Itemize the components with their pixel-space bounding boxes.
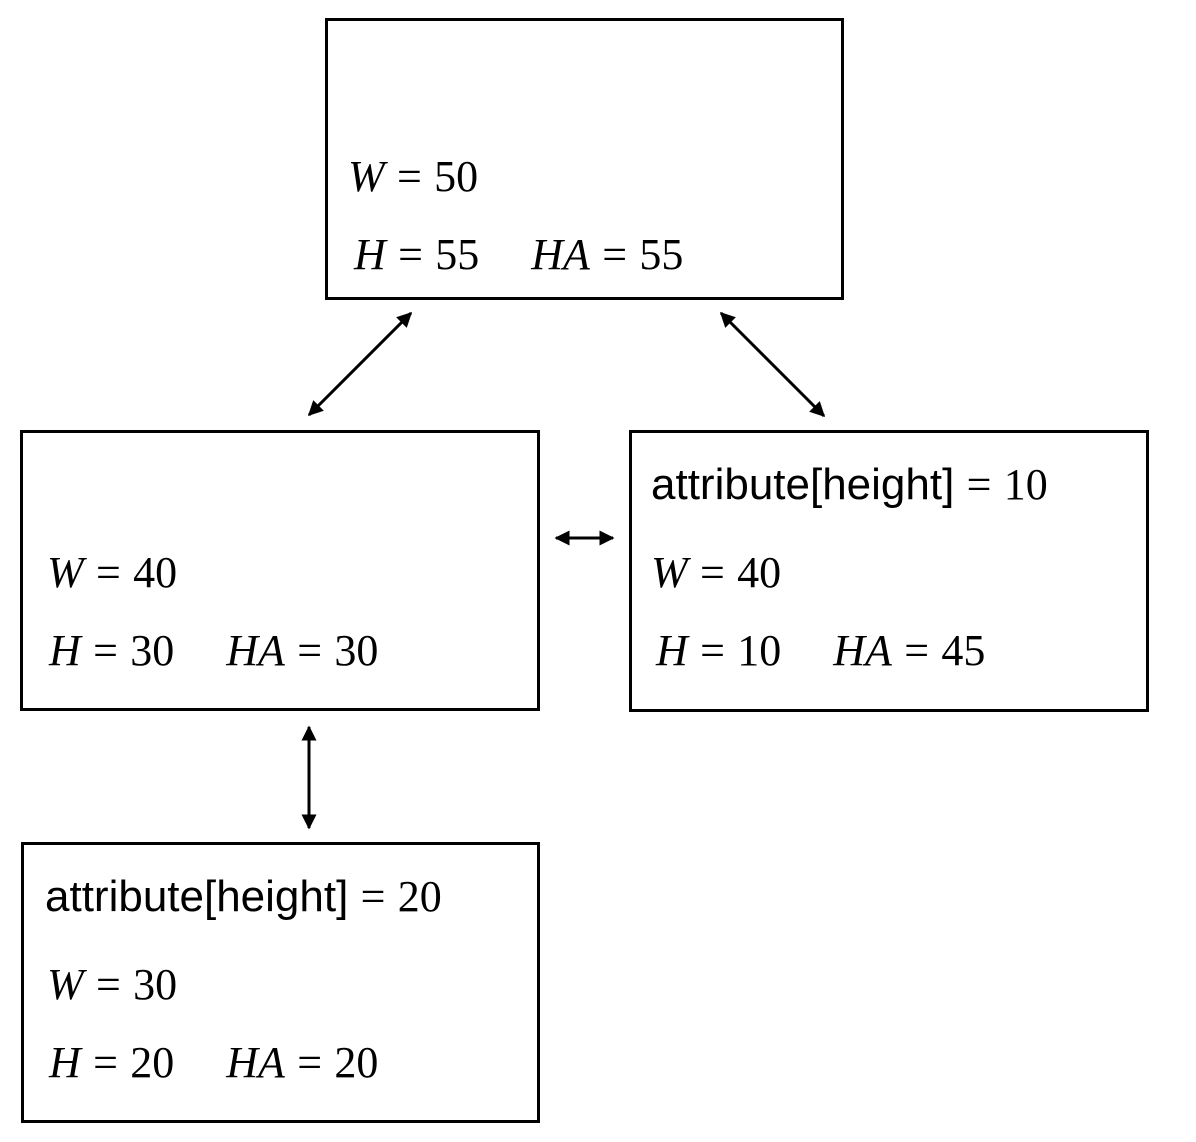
left-width-value: 40 xyxy=(133,548,178,597)
root-width-line: W=50 xyxy=(348,155,478,199)
arrow-root-right xyxy=(719,311,826,418)
right-attribute-equals: = xyxy=(966,460,992,509)
left-width-line: W=40 xyxy=(47,551,177,595)
right-attribute-label: attribute[height] xyxy=(651,460,955,509)
left-width-equals: = xyxy=(95,548,121,597)
right-ha-equals: = xyxy=(904,626,930,675)
right-attribute-value: 10 xyxy=(1003,460,1048,509)
left-height-equals: = xyxy=(93,626,118,675)
root-height-value: 55 xyxy=(435,230,480,279)
root-ha-var: HA xyxy=(531,230,590,279)
left-height-var: H xyxy=(49,626,81,675)
root-height-var: H xyxy=(354,230,386,279)
right-width-value: 40 xyxy=(737,548,782,597)
bottom-height-equals: = xyxy=(93,1038,118,1087)
left-ha-var: HA xyxy=(226,626,285,675)
bottom-width-var: W xyxy=(47,960,84,1009)
bottom-width-equals: = xyxy=(95,960,121,1009)
bottom-ha-value: 20 xyxy=(334,1038,379,1087)
bottom-width-value: 30 xyxy=(133,960,178,1009)
left-ha-equals: = xyxy=(297,626,323,675)
right-height-equals: = xyxy=(700,626,725,675)
right-height-value: 10 xyxy=(737,626,782,675)
root-width-value: 50 xyxy=(434,152,479,201)
left-ha-value: 30 xyxy=(334,626,379,675)
bottom-attribute-line: attribute[height]=20 xyxy=(45,875,442,919)
root-ha-equals: = xyxy=(602,230,628,279)
right-width-equals: = xyxy=(699,548,725,597)
bottom-ha-var: HA xyxy=(226,1038,285,1087)
root-height-equals: = xyxy=(398,230,423,279)
bottom-attribute-value: 20 xyxy=(397,872,442,921)
bottom-attribute-equals: = xyxy=(360,872,386,921)
right-ha-var: HA xyxy=(833,626,892,675)
root-width-var: W xyxy=(348,152,385,201)
left-width-var: W xyxy=(47,548,84,597)
bottom-attribute-label: attribute[height] xyxy=(45,872,349,921)
bottom-width-line: W=30 xyxy=(47,963,177,1007)
root-ha-value: 55 xyxy=(639,230,684,279)
left-height-value: 30 xyxy=(130,626,175,675)
right-attribute-line: attribute[height]=10 xyxy=(651,463,1048,507)
right-width-var: W xyxy=(651,548,688,597)
right-height-var: H xyxy=(656,626,688,675)
bottom-height-var: H xyxy=(49,1038,81,1087)
arrow-root-left xyxy=(307,311,413,417)
right-ha-value: 45 xyxy=(941,626,986,675)
root-width-equals: = xyxy=(396,152,422,201)
right-width-line: W=40 xyxy=(651,551,781,595)
bottom-height-value: 20 xyxy=(130,1038,175,1087)
bottom-ha-equals: = xyxy=(297,1038,323,1087)
